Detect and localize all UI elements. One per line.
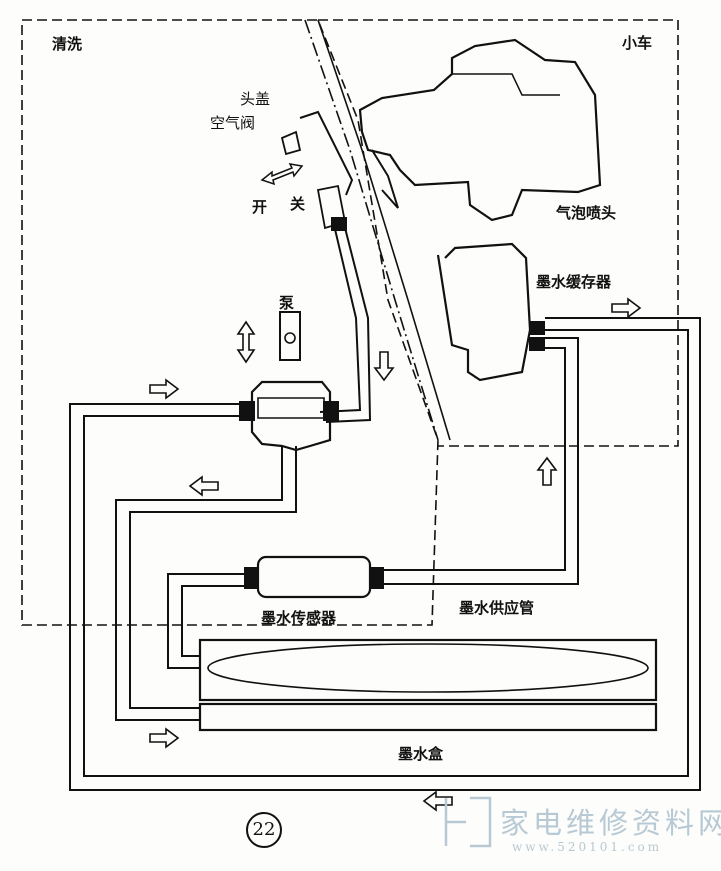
pump-connector-left — [239, 401, 255, 421]
sensor-connector-left — [244, 567, 259, 589]
ink-bag — [207, 643, 649, 693]
flow-arrow-down — [373, 351, 395, 382]
switch-close-label: 关 — [290, 195, 306, 213]
tube-head-to-pump-a — [319, 224, 362, 413]
ink-cartridge-upper — [198, 638, 658, 702]
ink-sensor-body — [256, 555, 372, 599]
tube-sensor-cart-outer — [167, 573, 245, 669]
sensor-connector-right — [369, 567, 384, 589]
air-valve-double-arrow — [260, 163, 304, 186]
tube-sensor-cart-inner — [181, 585, 245, 657]
flow-arrow-right-buffer — [611, 297, 642, 319]
pump-plunger-hole — [284, 332, 296, 344]
cleaning-label: 清洗 — [52, 35, 83, 53]
pump-connector-right — [323, 401, 339, 421]
ink-cartridge-label: 墨水盒 — [398, 745, 444, 763]
switch-open-label: 开 — [252, 198, 268, 216]
flow-arrow-left-bottom — [422, 790, 453, 812]
flow-arrow-right-top — [149, 378, 180, 400]
ink-supply-tube-label: 墨水供应管 — [459, 599, 535, 617]
head-cover — [299, 110, 354, 196]
pump-chamber — [257, 397, 325, 419]
ink-buffer-label: 墨水缓存器 — [536, 273, 612, 291]
flow-arrow-left-mid — [188, 475, 219, 497]
watermark-logo — [444, 796, 492, 848]
air-valve-label: 空气阀 — [210, 114, 256, 132]
bubble-nozzle-tip — [371, 149, 399, 209]
pump-plunger — [279, 311, 301, 361]
carriage-region-border — [318, 19, 679, 447]
tube-pump-down-outer — [115, 446, 283, 721]
ink-buffer — [436, 242, 532, 382]
figure-number: 22 — [252, 819, 276, 840]
bubble-nozzle — [358, 38, 602, 222]
watermark-site-url: www.520101.com — [512, 840, 663, 854]
tube-head-to-pump-b — [325, 223, 372, 423]
buffer-connector-1 — [529, 321, 545, 335]
bubble-nozzle-inner — [452, 73, 560, 96]
carriage-rail-right — [317, 19, 451, 441]
tube-supply-inner — [380, 347, 566, 571]
pump-label: 泵 — [279, 294, 295, 312]
switch-connector — [331, 217, 347, 231]
tube-pump-left-outer — [69, 317, 701, 791]
pump-double-arrow — [236, 320, 256, 364]
ink-cartridge-lower — [198, 702, 658, 732]
flow-arrow-up — [536, 456, 558, 486]
buffer-connector-2 — [529, 337, 545, 351]
carriage-label: 小车 — [622, 34, 653, 52]
cleaning-region-border — [21, 19, 439, 626]
air-valve-body — [280, 130, 302, 156]
tube-pump-left-inner — [83, 329, 689, 777]
figure-number-circle — [246, 812, 282, 848]
head-cover-label: 头盖 — [240, 90, 271, 108]
ink-sensor-label: 墨水传感器 — [261, 609, 337, 627]
tube-pump-down-inner — [129, 446, 297, 709]
tube-supply-outer — [380, 337, 579, 585]
watermark-site-name: 家电维修资料网 — [500, 806, 721, 840]
carriage-rail-left — [304, 19, 439, 441]
bubble-nozzle-label: 气泡喷头 — [556, 204, 617, 222]
pump-housing — [250, 380, 332, 452]
flow-arrow-right-bottom — [149, 727, 180, 749]
